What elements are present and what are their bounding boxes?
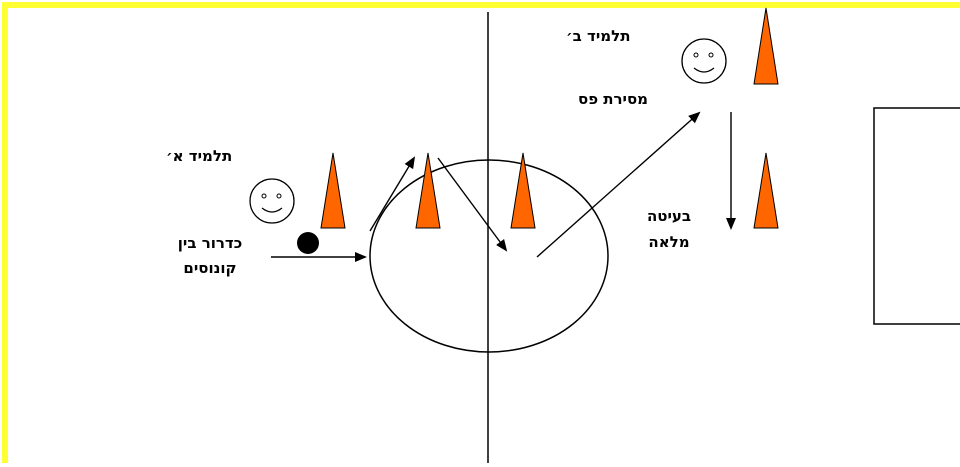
shot-label-line1: בעיטה xyxy=(646,207,692,225)
cone-icon xyxy=(510,152,536,229)
dribble-arrow-2 xyxy=(369,156,416,232)
shot-label-line2: מלאה xyxy=(648,233,690,251)
pass-label: מסירת פס xyxy=(578,90,649,108)
student-a-label: תלמיד א׳ xyxy=(166,147,233,165)
center-circle xyxy=(369,159,609,353)
dribble-arrow-3 xyxy=(437,157,508,252)
cone-icon xyxy=(753,152,779,229)
cone-icon xyxy=(415,152,441,229)
goal-box xyxy=(873,107,960,325)
dribble-label-line2: קונוסים xyxy=(183,259,237,277)
student-b-label: תלמיד ב׳ xyxy=(566,27,631,45)
ball-icon xyxy=(297,232,319,254)
cone-icon xyxy=(320,152,346,229)
pass-arrow xyxy=(536,111,701,258)
smiley-face-icon xyxy=(249,178,295,224)
cone-icon xyxy=(753,7,779,85)
dribble-label-line1: כדרור בין xyxy=(177,234,243,252)
smiley-face-icon xyxy=(681,38,727,84)
